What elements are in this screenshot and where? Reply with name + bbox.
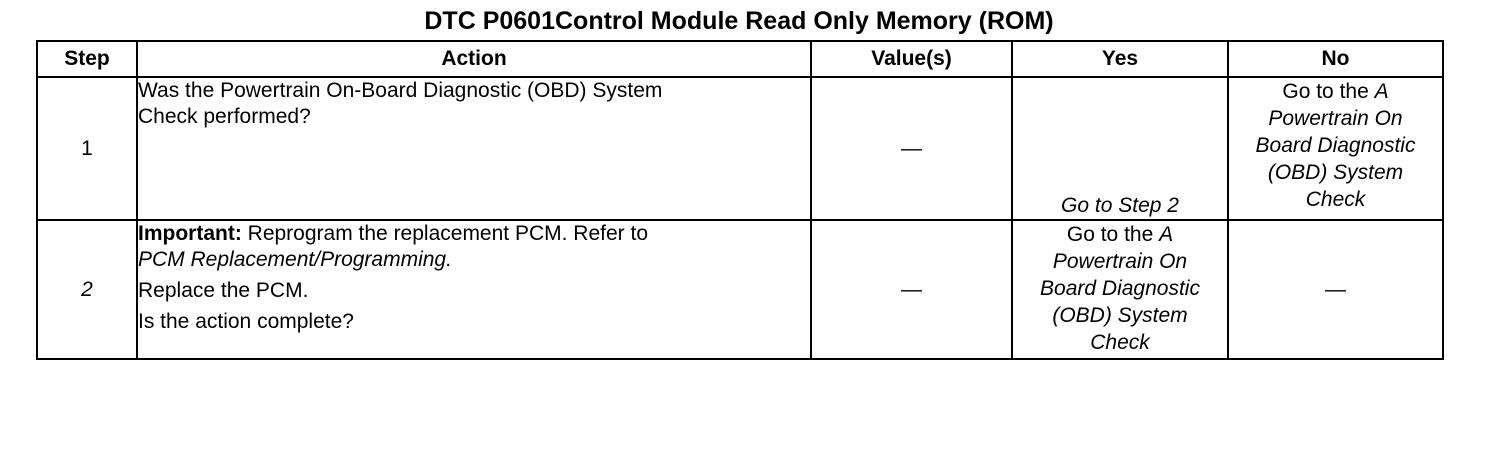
column-header-step: Step [36, 40, 138, 78]
diagnostic-table: Step Action Value(s) Yes No 1 Was the Po… [36, 40, 1444, 360]
step-number: 1 [36, 76, 138, 221]
procedure-reference-link[interactable]: PCM Replacement/Programming. [138, 248, 452, 271]
table-row: 1 Was the Powertrain On-Board Diagnostic… [36, 76, 1444, 221]
reference-link[interactable]: Check [1090, 331, 1150, 354]
action-text: Check performed? [138, 105, 311, 128]
table-header-row: Step Action Value(s) Yes No [36, 40, 1444, 78]
column-header-action: Action [136, 40, 812, 78]
no-cell: Go to the A Powertrain On Board Diagnost… [1227, 76, 1444, 221]
reference-link[interactable]: (OBD) System [1052, 304, 1188, 327]
important-text: Reprogram the replacement PCM. Refer to [241, 222, 648, 245]
table-row: 2 Important: Reprogram the replacement P… [36, 219, 1444, 360]
action-text: Replace the PCM. [138, 279, 309, 302]
action-cell: Was the Powertrain On-Board Diagnostic (… [136, 76, 812, 221]
value-cell: — [810, 76, 1013, 221]
no-cell: — [1227, 219, 1444, 360]
action-text: Was the Powertrain On-Board Diagnostic (… [138, 79, 663, 102]
reference-link[interactable]: Powertrain On [1268, 107, 1403, 130]
important-note: Important: Reprogram the replacement PCM… [138, 221, 810, 247]
goto-text: Go to the [1282, 80, 1375, 103]
reference-link-a[interactable]: A [1374, 80, 1389, 103]
goto-text: Go to the [1066, 223, 1160, 246]
column-header-yes: Yes [1011, 40, 1229, 78]
reference-link[interactable]: Powertrain On [1052, 250, 1188, 273]
page-title: DTC P0601Control Module Read Only Memory… [424, 7, 1054, 35]
step-number: 2 [36, 219, 138, 360]
reference-link[interactable]: (OBD) System [1267, 161, 1404, 184]
reference-link[interactable]: Board Diagnostic [1255, 134, 1416, 157]
reference-link[interactable]: Check [1305, 188, 1366, 211]
action-question: Is the action complete? [138, 310, 354, 333]
yes-cell: Go to the A Powertrain On Board Diagnost… [1011, 219, 1229, 360]
column-header-values: Value(s) [810, 40, 1013, 78]
important-label: Important: [138, 222, 242, 245]
yes-cell: Go to Step 2 [1011, 76, 1229, 221]
reference-link-a[interactable]: A [1159, 223, 1174, 246]
value-cell: — [810, 219, 1013, 360]
goto-step-link[interactable]: Go to Step 2 [1061, 194, 1179, 217]
reference-link[interactable]: Board Diagnostic [1040, 277, 1200, 300]
column-header-no: No [1227, 40, 1444, 78]
action-cell: Important: Reprogram the replacement PCM… [136, 219, 812, 360]
